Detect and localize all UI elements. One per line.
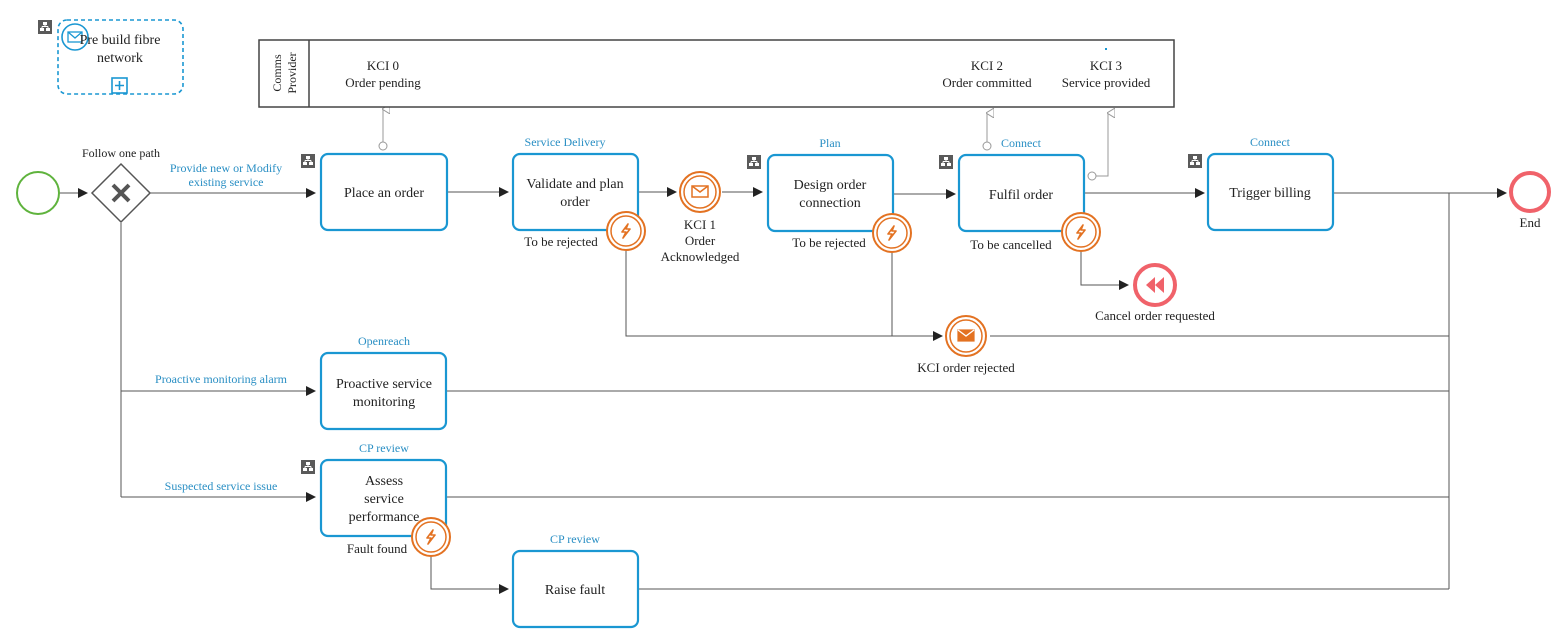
task-assess-performance[interactable]: CP review Assess service performance <box>301 441 448 538</box>
boundary-event-design[interactable] <box>872 213 912 253</box>
task-label: Raise fault <box>545 583 605 598</box>
subprocess-marker-icon <box>301 154 315 168</box>
lane-label-service-delivery: Service Delivery <box>525 135 606 149</box>
assoc-fulfil-kci3[interactable] <box>1096 113 1108 177</box>
kci1-label-2: Order <box>685 233 716 248</box>
kci3-id: KCI 3 <box>1090 58 1122 73</box>
kci0-text: Order pending <box>345 75 421 90</box>
task-label-2: order <box>560 195 590 210</box>
task-trigger-billing[interactable]: Connect Trigger billing <box>1188 135 1335 232</box>
task-label-1: Design order <box>794 178 867 193</box>
cancel-label: Cancel order requested <box>1095 308 1215 323</box>
flow-fulfil-cancel[interactable] <box>1080 250 1129 290</box>
message-icon <box>67 31 83 43</box>
subprocess-marker-icon <box>301 460 315 474</box>
pool-comms-provider: Comms Provider KCI 0 Order pending KCI 2… <box>258 39 1175 108</box>
task-label-2: connection <box>799 196 860 211</box>
kci1-label-3: Acknowledged <box>661 249 740 264</box>
lane-label-openreach: Openreach <box>358 334 410 348</box>
task-place-order[interactable]: Place an order <box>301 152 449 232</box>
subprocess-box <box>57 19 184 95</box>
kci2-text: Order committed <box>942 75 1032 90</box>
task-label-1: Proactive service <box>336 377 432 392</box>
flow-label-suspected: Suspected service issue <box>165 479 278 493</box>
flow-fault-raise[interactable] <box>430 556 509 594</box>
lane-label-connect: Connect <box>1001 136 1042 150</box>
end-event-cancel[interactable] <box>1133 263 1177 307</box>
event-kci-order-rejected[interactable] <box>945 315 987 357</box>
flow-validate-rejected[interactable] <box>625 251 943 341</box>
end-label: End <box>1520 215 1541 230</box>
kci-rejected-label: KCI order rejected <box>917 360 1015 375</box>
flow-label-provide-1: Provide new or Modify <box>170 161 282 175</box>
task-fulfil-order[interactable]: Connect Fulfil order <box>939 136 1086 233</box>
boundary-label-validate: To be rejected <box>524 234 598 249</box>
lane-label-cp-review: CP review <box>359 441 409 455</box>
task-design-connection[interactable]: Plan Design order connection <box>747 136 895 233</box>
task-label-2: service <box>364 492 404 507</box>
subprocess-prebuild-fibre[interactable]: Pre build fibre network <box>38 19 184 95</box>
subprocess-marker-icon <box>939 155 953 169</box>
task-label: Fulfil order <box>989 188 1053 203</box>
assoc-dot <box>1087 171 1097 181</box>
task-label-1: Assess <box>365 474 403 489</box>
rewind-icon <box>1146 277 1164 293</box>
task-label-1: Validate and plan <box>526 177 623 192</box>
message-icon <box>957 329 975 342</box>
subprocess-marker-icon <box>38 20 52 34</box>
task-label: Trigger billing <box>1229 186 1311 201</box>
task-label: Place an order <box>344 186 424 201</box>
sequence-flows <box>60 187 1507 594</box>
boundary-event-fulfil[interactable] <box>1061 212 1101 252</box>
boundary-event-validate[interactable] <box>606 211 646 251</box>
message-icon <box>691 185 709 198</box>
gateway-label: Follow one path <box>82 146 160 160</box>
boundary-event-assess[interactable] <box>411 517 451 557</box>
exclusive-gateway[interactable] <box>90 162 152 224</box>
kci0-id: KCI 0 <box>367 58 399 73</box>
assoc-dot <box>982 141 992 151</box>
kci3-text: Service provided <box>1062 75 1151 90</box>
flow-label-provide-2: existing service <box>189 175 264 189</box>
flow-label-proactive: Proactive monitoring alarm <box>155 372 288 386</box>
associations <box>378 109 1108 181</box>
task-label-3: performance <box>349 510 420 525</box>
boundary-label-assess: Fault found <box>347 541 408 556</box>
subprocess-label-2: network <box>97 51 143 66</box>
task-validate-plan[interactable]: Service Delivery Validate and plan order <box>511 135 640 232</box>
pool-box <box>258 39 1175 108</box>
subprocess-label-1: Pre build fibre <box>80 33 161 48</box>
event-kci1-acknowledged[interactable] <box>679 171 721 213</box>
subprocess-marker-icon <box>1188 154 1202 168</box>
task-label-2: monitoring <box>353 395 415 410</box>
boundary-label-design: To be rejected <box>792 235 866 250</box>
task-raise-fault[interactable]: CP review Raise fault <box>511 532 640 629</box>
lane-label-connect: Connect <box>1250 135 1291 149</box>
plus-icon[interactable] <box>111 77 128 94</box>
lane-label-cp-review: CP review <box>550 532 600 546</box>
lane-label-plan: Plan <box>819 136 840 150</box>
start-message-event[interactable] <box>61 23 89 51</box>
pool-label-1: Comms <box>270 54 284 92</box>
kci1-label-1: KCI 1 <box>684 217 716 232</box>
kci2-id: KCI 2 <box>971 58 1003 73</box>
pool-label-2: Provider <box>285 52 299 93</box>
x-gateway-icon <box>111 183 131 203</box>
start-event[interactable] <box>16 171 60 215</box>
subprocess-marker-icon <box>747 155 761 169</box>
assoc-dot <box>378 141 388 151</box>
end-event[interactable] <box>1509 171 1551 213</box>
task-proactive-monitoring[interactable]: Openreach Proactive service monitoring <box>319 334 448 431</box>
boundary-label-fulfil: To be cancelled <box>970 237 1052 252</box>
